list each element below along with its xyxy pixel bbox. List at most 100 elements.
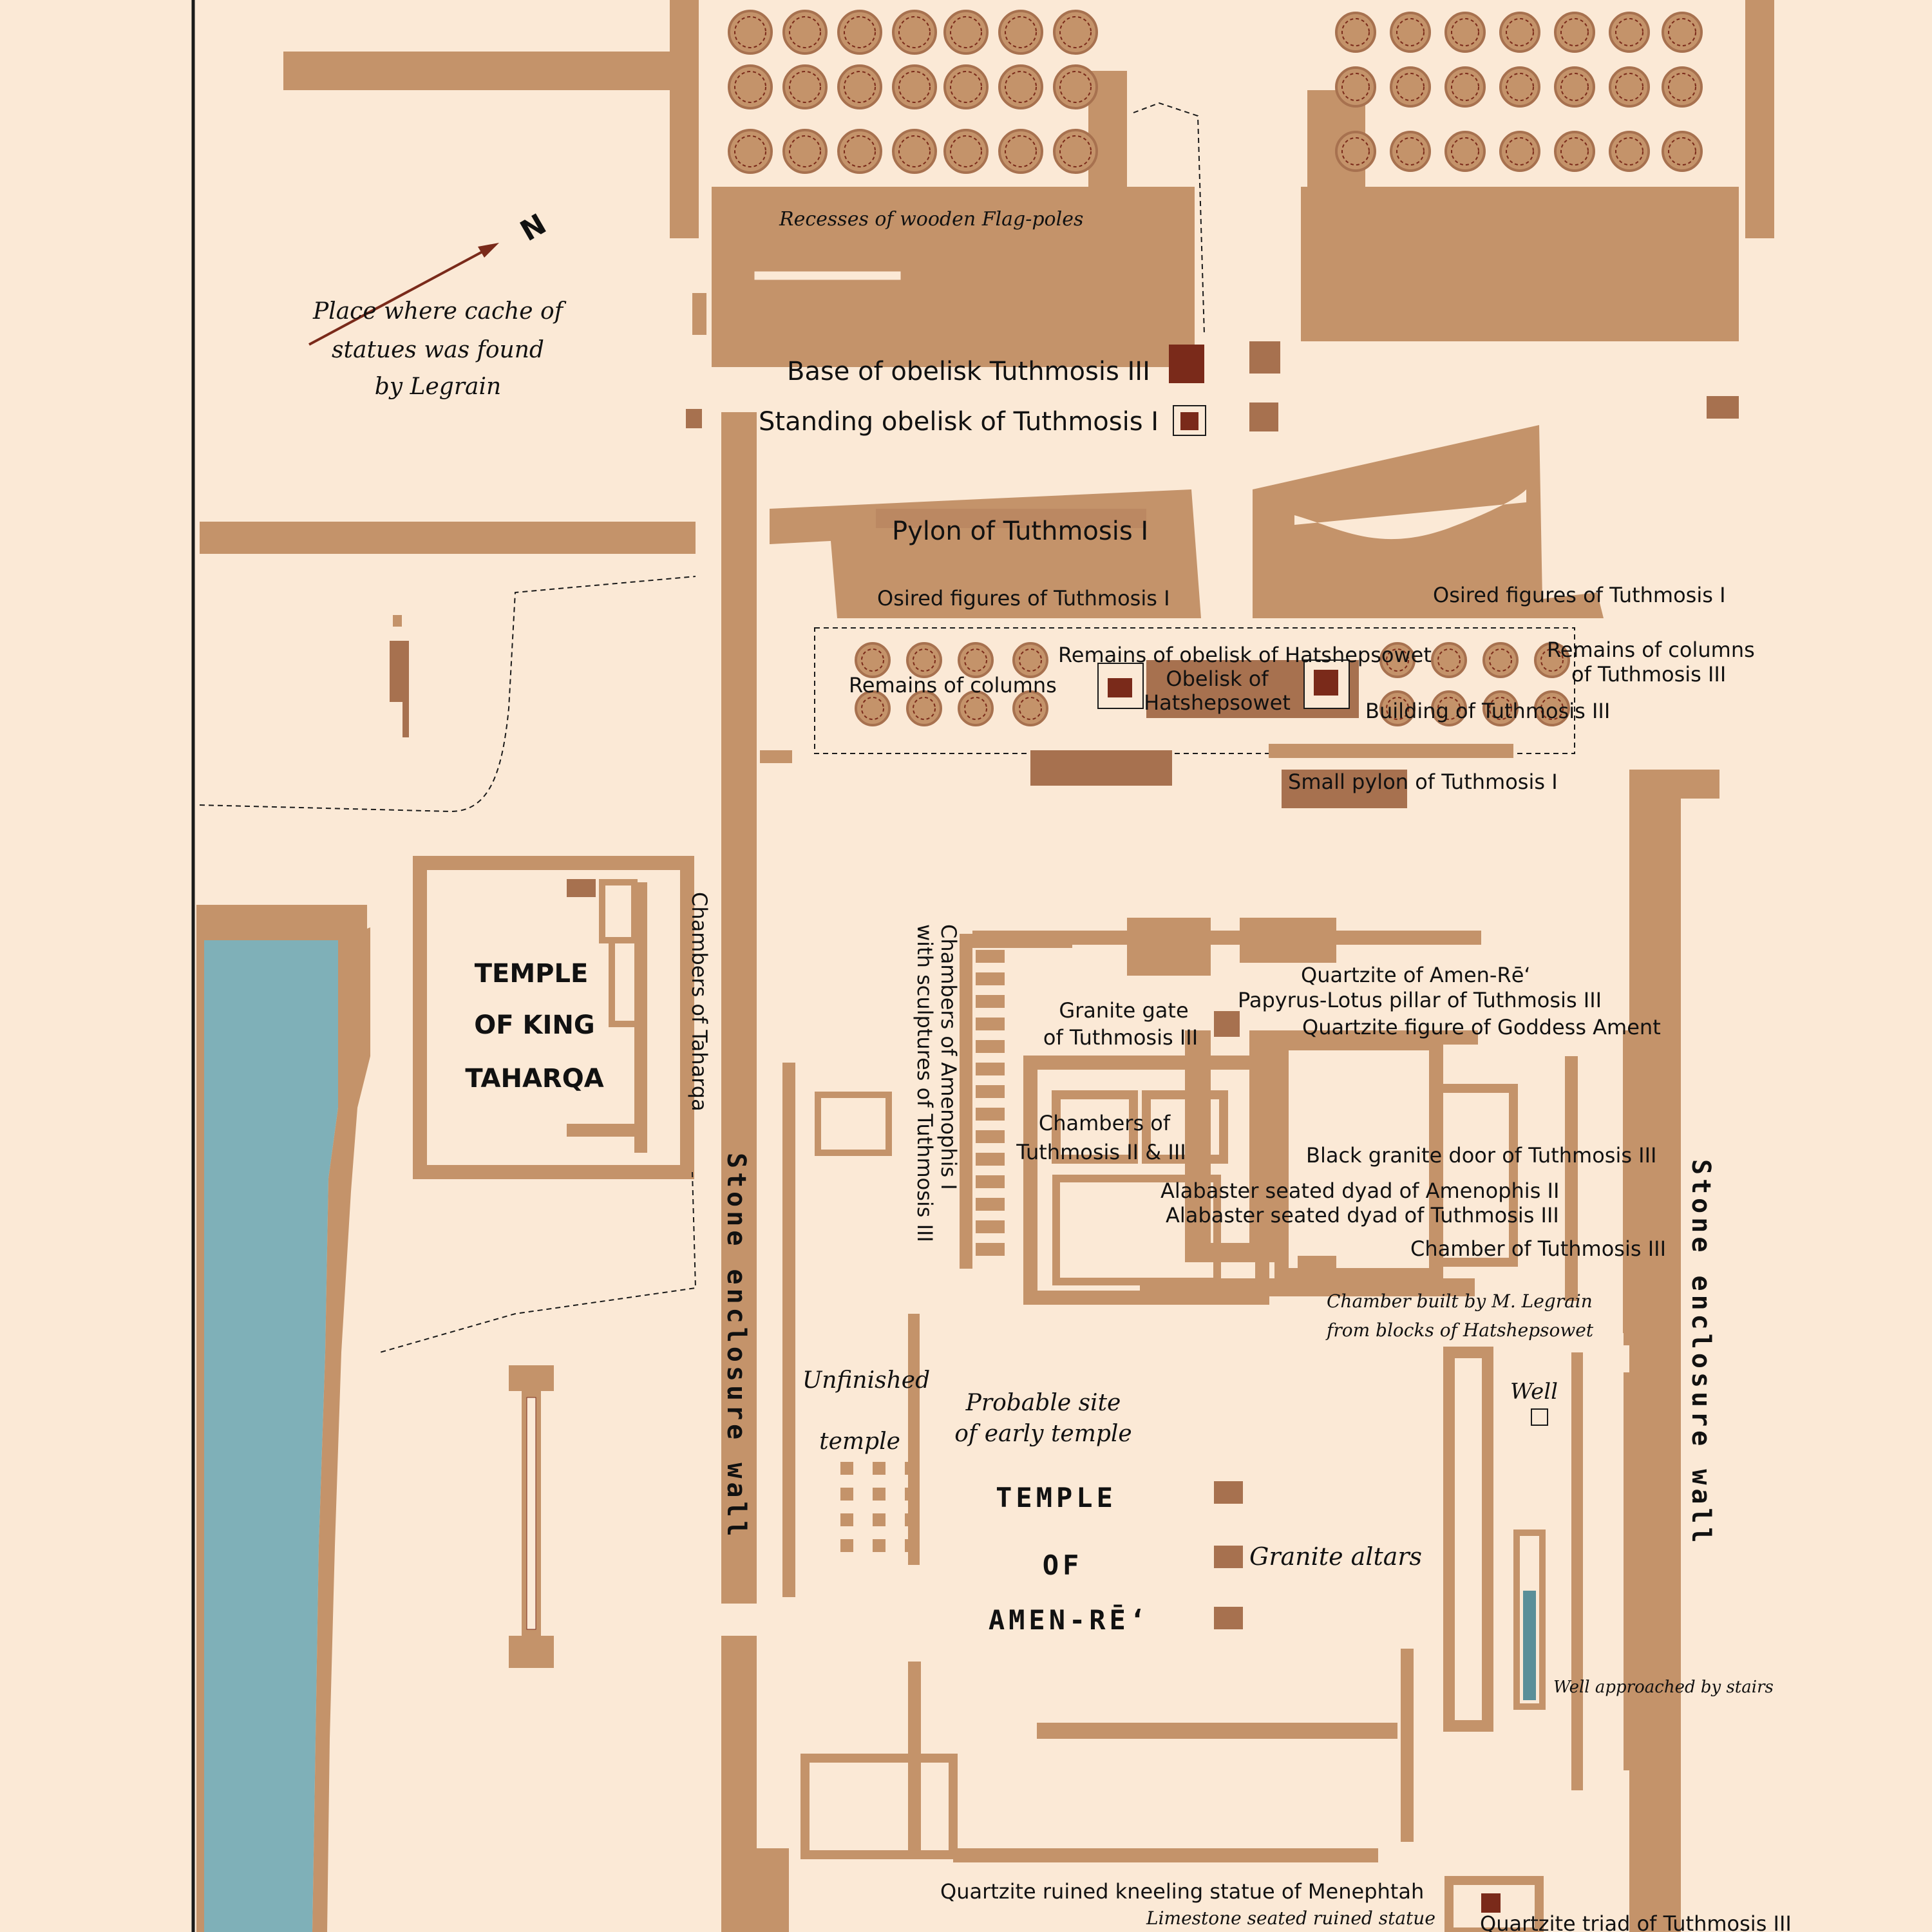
label-stone-wall-right: Stone enclosure wall	[1686, 1159, 1716, 1547]
column-ring	[1019, 697, 1042, 720]
standing-obelisk-t1	[1180, 412, 1198, 430]
comb-chamber	[976, 1220, 1005, 1233]
column-ring	[1451, 137, 1479, 166]
stairway-inner	[526, 1397, 536, 1630]
stone-wall-right-cap	[1629, 770, 1719, 799]
column-ring	[1437, 697, 1461, 720]
unfinished-pier	[873, 1462, 886, 1475]
unfinished-pier	[905, 1462, 918, 1475]
column-ring	[1615, 137, 1643, 166]
label-papyrus-pillar: Papyrus-Lotus pillar of Tuthmosis III	[1238, 988, 1602, 1012]
wall-right-inner-2	[1565, 1056, 1578, 1301]
right-chamber-long-3	[1624, 1372, 1674, 1770]
column-ring	[1451, 18, 1479, 46]
column-ring	[1386, 649, 1409, 672]
core-mid-bar	[1265, 1030, 1478, 1045]
column-ring	[1059, 71, 1092, 103]
comb-chamber	[976, 1243, 1005, 1256]
small-block-left	[686, 409, 702, 428]
unfinished-pier	[840, 1488, 853, 1501]
column-ring	[1005, 71, 1037, 103]
label-cache-3: by Legrain	[375, 374, 501, 400]
column-ring	[1506, 18, 1534, 46]
hall-outline	[814, 627, 1575, 754]
column-ring	[1668, 18, 1696, 46]
top-wall-pier	[670, 0, 699, 238]
column-ring	[1396, 73, 1425, 101]
core-inner-a	[1052, 1090, 1138, 1164]
label-obelisk-hat-1: Obelisk of	[1166, 667, 1269, 691]
column	[1012, 642, 1048, 678]
column-ring	[789, 135, 821, 167]
column-grid-top	[728, 10, 1703, 174]
taharqa-chambers-b	[609, 937, 641, 1027]
column-ring	[1540, 649, 1564, 672]
taharqa-door	[567, 879, 596, 897]
unfinished-wall-left	[782, 1063, 795, 1597]
column-ring	[734, 16, 766, 48]
label-taharqa-1: TEMPLE	[475, 959, 589, 989]
comb-chamber	[976, 1085, 1005, 1098]
label-black-granite-door: Black granite door of Tuthmosis III	[1306, 1143, 1656, 1168]
column-ring	[1668, 137, 1696, 166]
wall-right-inner-3	[1571, 1352, 1583, 1790]
column-ring	[734, 135, 766, 167]
label-remains-obelisk-hat: Remains of obelisk of Hatshepsowet	[1058, 643, 1432, 667]
comb-chamber	[976, 950, 1005, 963]
bottom-wall-3	[757, 1848, 789, 1932]
bottom-chamber-1	[800, 1754, 958, 1859]
right-chamber-long-2	[1624, 1276, 1680, 1345]
dashed-path-3	[1133, 102, 1205, 336]
small-pylon-right	[1282, 770, 1407, 808]
comb-chamber	[976, 1130, 1005, 1143]
column-ring	[1489, 697, 1512, 720]
unfinished-pier	[905, 1513, 918, 1526]
label-chambers-amenophis-1: Chambers of Amenophis I	[936, 924, 961, 1190]
label-osired-right: Osired figures of Tuthmosis I	[1433, 583, 1726, 607]
column-ring	[1341, 137, 1370, 166]
label-quartzite-amen: Quartzite of Amen-Rē‘	[1301, 963, 1531, 987]
stone-wall-left-upper	[721, 412, 757, 1604]
column	[1534, 642, 1570, 678]
label-osired-left: Osired figures of Tuthmosis I	[877, 586, 1170, 611]
pylon-left	[770, 489, 1201, 618]
column-ring	[861, 697, 884, 720]
taharqa-outer	[413, 856, 694, 1179]
granite-altar-3	[1214, 1607, 1243, 1629]
column-ring	[913, 649, 936, 672]
column-ring	[1615, 18, 1643, 46]
bottom-wall-1	[1037, 1723, 1397, 1739]
lake-water	[200, 940, 338, 1932]
column-ring	[1019, 649, 1042, 672]
column-ring	[1396, 18, 1425, 46]
label-chamber-t3: Chamber of Tuthmosis III	[1410, 1236, 1666, 1261]
sacred-lake	[196, 905, 370, 1932]
label-chambers-taharqa: Chambers of Taharqa	[687, 892, 712, 1112]
flagpole-block-right	[1301, 187, 1739, 341]
column	[906, 690, 942, 726]
label-small-pylon: Small pylon of Tuthmosis I	[1288, 770, 1558, 794]
column	[1012, 690, 1048, 726]
column	[1482, 690, 1519, 726]
core-right-hall	[1432, 1084, 1518, 1267]
column-ring	[1668, 73, 1696, 101]
label-well: Well	[1510, 1379, 1558, 1405]
comb-chamber	[976, 1153, 1005, 1166]
comb-chamber	[976, 1108, 1005, 1121]
label-chambers-amenophis-2: with sculptures of Tuthmosis III	[913, 924, 937, 1242]
label-chamber-legrain-2: from blocks of Hatshepsowet	[1325, 1320, 1594, 1341]
label-granite-gate-2: of Tuthmosis III	[1043, 1025, 1198, 1050]
column-ring	[844, 16, 876, 48]
column-ring	[1489, 649, 1512, 672]
pylon-right-void	[1294, 489, 1526, 540]
base-obelisk-t3	[1169, 345, 1204, 383]
column-ring	[1341, 73, 1370, 101]
temple-core	[972, 918, 1518, 1305]
small-post-1	[393, 615, 402, 627]
dashed-path-1	[199, 576, 696, 813]
column	[1534, 690, 1570, 726]
column	[906, 642, 942, 678]
column-ring	[1396, 137, 1425, 166]
unfinished-pier	[840, 1539, 853, 1552]
